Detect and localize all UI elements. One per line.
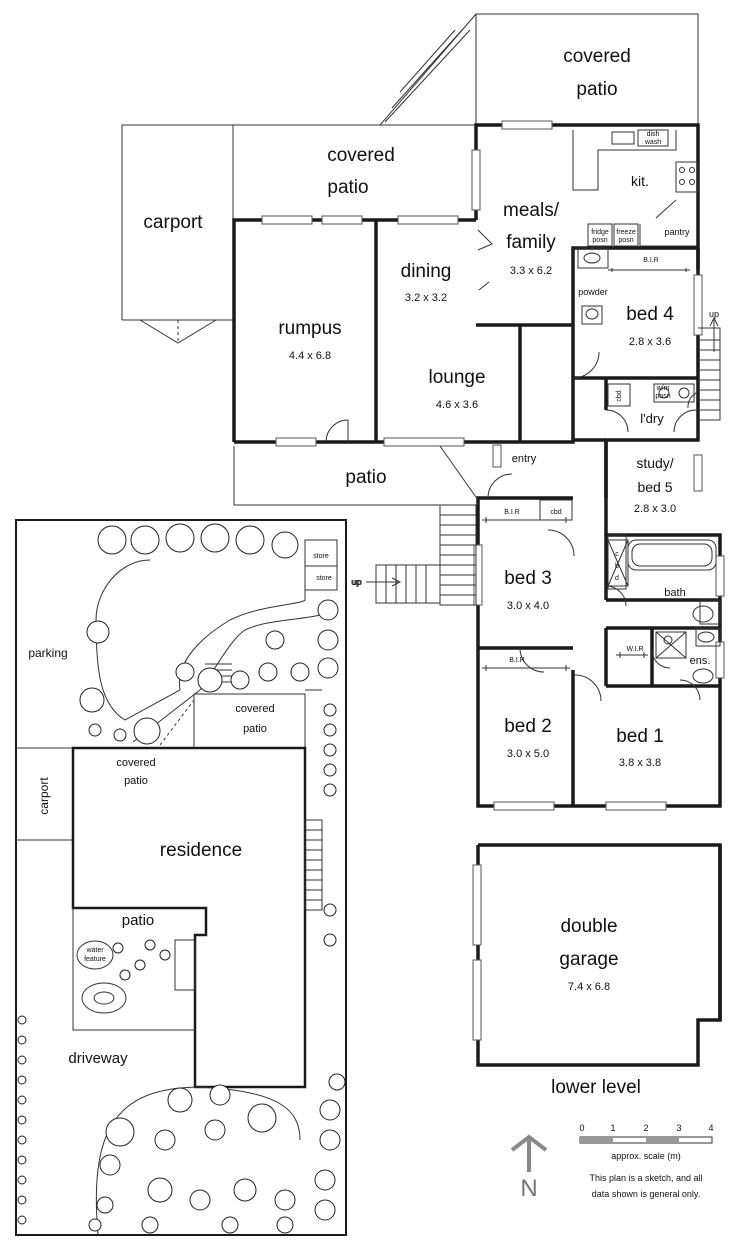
label-dishwash-2: wash — [644, 139, 661, 146]
north-arrow-icon: N — [510, 1134, 548, 1202]
scale-tick-0: 0 — [579, 1123, 584, 1133]
label-freeze-2: posn — [618, 237, 633, 244]
label-study: study/ — [636, 455, 673, 471]
label-up-right: up — [709, 309, 719, 319]
label-meals-2: family — [506, 232, 556, 253]
upper-floor-plan: covered patio covered patio carport kit.… — [121, 13, 725, 811]
bathroom-fixtures — [482, 499, 721, 684]
label-patio: patio — [345, 467, 386, 488]
label-dining: dining — [401, 261, 452, 282]
label-patio-site: patio — [122, 912, 155, 929]
label-dining-dim: 3.2 x 3.2 — [405, 292, 447, 304]
upper-labels: covered patio covered patio carport kit.… — [143, 46, 719, 769]
label-bed2: bed 2 — [504, 716, 552, 737]
label-covered-patio-b: covered — [116, 757, 155, 769]
label-bir-bed2: B.I.R — [509, 657, 525, 664]
label-cbd-bed3: cbd — [550, 509, 561, 516]
label-covered-patio-b-2: patio — [124, 775, 148, 787]
label-bir-bed3: B.I.R — [504, 509, 520, 516]
label-cbd-bath-b: b — [615, 563, 619, 570]
label-ldry: l'dry — [640, 411, 664, 426]
label-garage: double — [560, 916, 617, 937]
label-bath: bath — [664, 587, 685, 599]
label-fridge: fridge — [591, 229, 609, 236]
label-garage-2: garage — [559, 949, 618, 970]
label-cbd-ldry: cbd — [616, 390, 623, 401]
label-entry: entry — [512, 453, 537, 465]
label-bed1: bed 1 — [616, 726, 664, 747]
label-cbd-bath-d: d — [615, 575, 619, 582]
label-dishwash: dish — [647, 131, 660, 138]
label-parking: parking — [28, 646, 67, 660]
label-wm-2: posn — [655, 393, 670, 400]
lower-level-plan: double garage 7.4 x 6.8 lower level — [472, 843, 722, 1098]
label-meals: meals/ — [503, 200, 560, 221]
label-residence: residence — [160, 840, 242, 861]
label-lounge-dim: 4.6 x 3.6 — [436, 399, 478, 411]
label-water: water — [85, 947, 104, 954]
label-water-2: feature — [84, 956, 106, 963]
label-covered-patio-top-2: patio — [576, 79, 617, 100]
scale-tick-2: 2 — [643, 1123, 648, 1133]
label-wir: W.I.R — [626, 646, 643, 653]
label-lounge: lounge — [428, 367, 485, 388]
label-carport: carport — [143, 212, 203, 233]
label-bed4-dim: 2.8 x 3.6 — [629, 336, 671, 348]
site-trees — [17, 523, 346, 1234]
label-lower-level: lower level — [551, 1077, 641, 1098]
label-study-2: bed 5 — [637, 479, 672, 495]
label-study-dim: 2.8 x 3.0 — [634, 503, 676, 515]
stairs — [366, 316, 721, 606]
label-up-left: up — [352, 577, 362, 587]
label-covered-patio-mid-2: patio — [327, 177, 368, 198]
label-up-site: up — [351, 577, 361, 587]
label-rumpus: rumpus — [278, 318, 341, 339]
label-bed4: bed 4 — [626, 304, 674, 325]
label-fridge-2: posn — [592, 237, 607, 244]
kitchen-fixtures — [572, 129, 699, 407]
label-covered-patio-a-2: patio — [243, 723, 267, 735]
label-garage-dim: 7.4 x 6.8 — [568, 981, 610, 993]
label-wm: w/m — [656, 385, 670, 392]
scale-disclaimer: This plan is a sketch, and all — [589, 1173, 702, 1183]
scale-tick-1: 1 — [610, 1123, 615, 1133]
label-covered-patio-top: covered — [563, 46, 631, 67]
label-meals-dim: 3.3 x 6.2 — [510, 265, 552, 277]
label-carport-site: carport — [37, 777, 51, 815]
label-ens: ens. — [690, 655, 711, 667]
label-driveway: driveway — [68, 1050, 128, 1067]
label-pantry: pantry — [664, 227, 690, 237]
scale-disclaimer-2: data shown is general only. — [592, 1189, 700, 1199]
label-bed3: bed 3 — [504, 568, 552, 589]
label-covered-patio-mid: covered — [327, 145, 395, 166]
label-cbd-bath-c: c — [615, 551, 619, 558]
north-label: N — [520, 1175, 537, 1202]
label-bir-bed4: B.I.R — [643, 257, 659, 264]
label-store-2: store — [316, 575, 332, 582]
site-plan: store store parking carport covered pati… — [15, 519, 361, 1236]
label-store-1: store — [313, 553, 329, 560]
label-kit: kit. — [631, 173, 649, 189]
label-bed2-dim: 3.0 x 5.0 — [507, 748, 549, 760]
windows — [261, 120, 725, 811]
doors — [325, 229, 701, 702]
label-powder: powder — [578, 287, 608, 297]
scale-tick-4: 4 — [708, 1123, 713, 1133]
scale-bar: 0 1 2 3 4 approx. scale (m) This plan is… — [579, 1123, 713, 1199]
scale-tick-3: 3 — [676, 1123, 681, 1133]
scale-caption: approx. scale (m) — [611, 1151, 681, 1161]
label-freeze: freeze — [616, 229, 636, 236]
label-bed1-dim: 3.8 x 3.8 — [619, 757, 661, 769]
label-covered-patio-a: covered — [235, 703, 274, 715]
label-bed3-dim: 3.0 x 4.0 — [507, 600, 549, 612]
label-rumpus-dim: 4.4 x 6.8 — [289, 350, 331, 362]
